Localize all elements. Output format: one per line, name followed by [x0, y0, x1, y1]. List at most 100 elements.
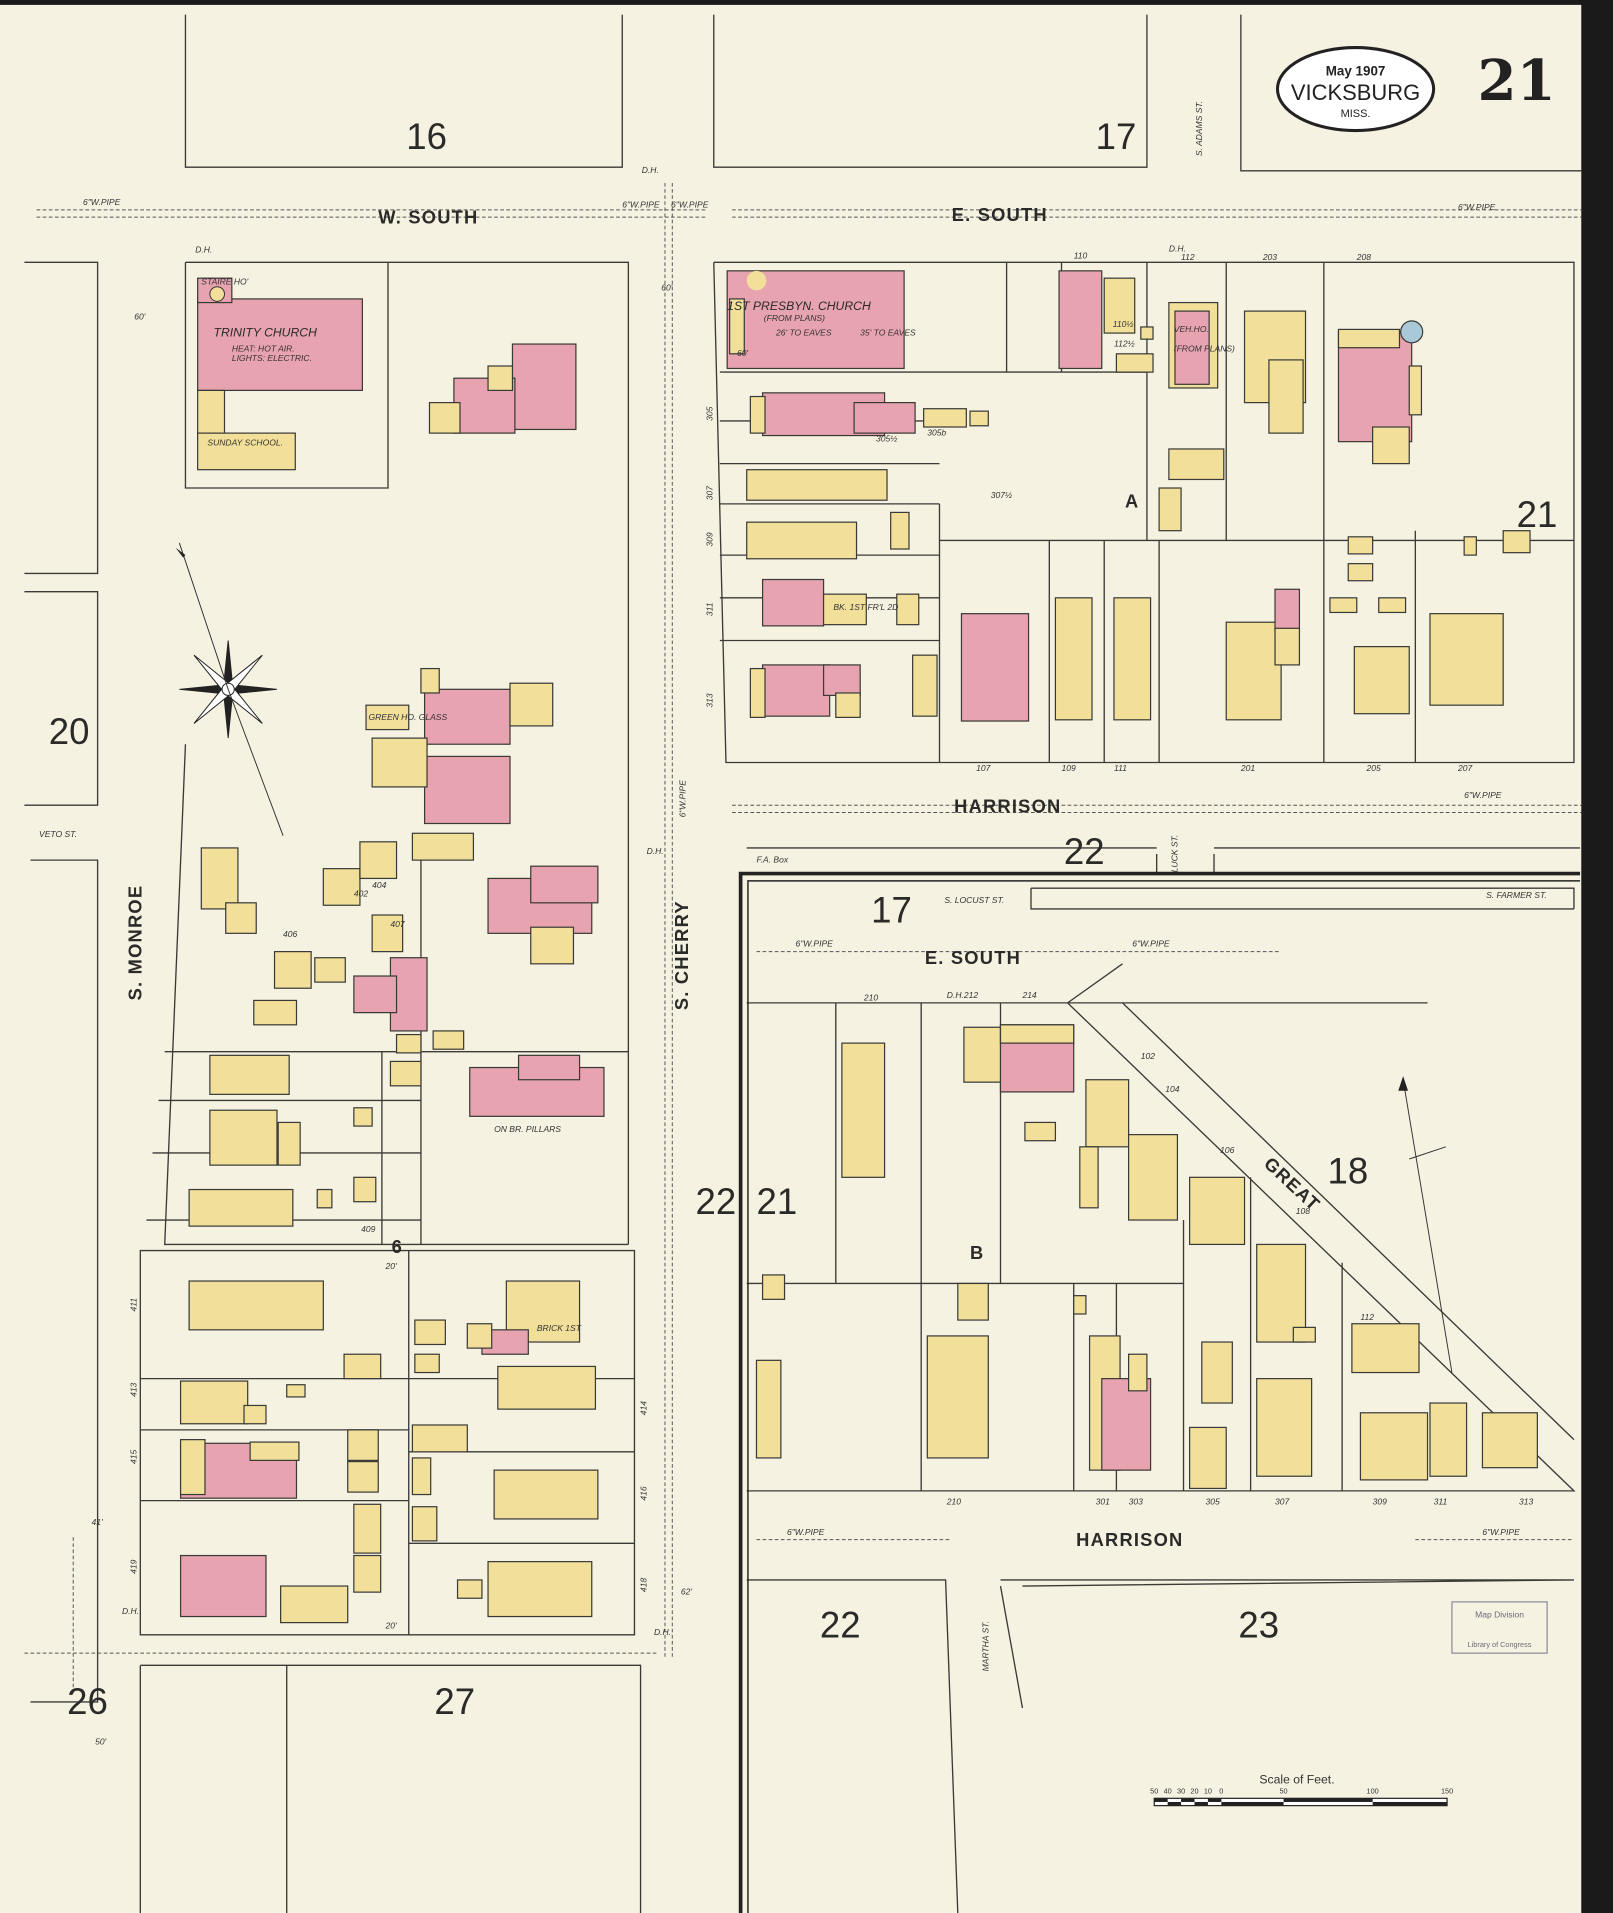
frame-building	[286, 1384, 306, 1398]
street-s-adams: S. ADAMS ST.	[1194, 101, 1204, 156]
dh-label: D.H.	[122, 1606, 139, 1616]
brick-building	[511, 343, 577, 431]
map-date: May 1907	[1326, 64, 1386, 79]
frame-building	[1256, 1378, 1313, 1477]
frame-building	[414, 1319, 446, 1346]
address-number: 203	[1262, 252, 1277, 262]
frame-building	[1359, 1412, 1429, 1481]
frame-building	[353, 1503, 382, 1554]
pipe-label: 6"W.PIPE	[622, 199, 660, 209]
frame-building	[1347, 563, 1374, 582]
frame-building	[277, 1121, 301, 1166]
water-pipes	[24, 183, 1582, 1696]
frame-building	[749, 395, 766, 434]
address-number: 307	[705, 486, 715, 500]
library-stamp: Map Division Library of Congress	[1451, 1601, 1548, 1654]
street-harrison-upper: HARRISON	[954, 796, 1061, 817]
address-number: 112	[1181, 252, 1195, 262]
frame-building	[420, 667, 440, 694]
frame-building	[1429, 1402, 1468, 1477]
frame-building	[280, 1585, 349, 1624]
address-number: 208	[1356, 252, 1371, 262]
scale-segment	[1167, 1801, 1182, 1806]
block-26: 26	[67, 1681, 108, 1722]
scale-tick-label: 30	[1177, 1786, 1185, 1795]
frame-building	[1329, 597, 1358, 614]
frame-building	[411, 1506, 438, 1542]
frame-building	[179, 1380, 249, 1425]
pipe-label: 6"W.PIPE	[1458, 202, 1496, 212]
frame-building	[923, 408, 967, 428]
presbyn-height: 60'	[737, 348, 748, 358]
street-s-farmer: S. FARMER ST.	[1486, 890, 1547, 900]
pipe-label: 6"W.PIPE	[83, 197, 121, 207]
brick-building	[179, 1554, 267, 1618]
scale-segment	[1372, 1801, 1448, 1806]
frame-building	[466, 1323, 493, 1349]
address-number: 112½	[1114, 338, 1135, 348]
street-w-south: W. SOUTH	[378, 206, 478, 227]
frame-building	[353, 1176, 377, 1203]
address-number: 402	[354, 889, 368, 899]
scale-tick-label: 10	[1204, 1786, 1212, 1795]
address-number: 205	[1366, 763, 1381, 773]
brick-building	[1174, 310, 1210, 385]
brick-building	[1337, 331, 1413, 443]
address-number: 307	[1275, 1496, 1289, 1506]
frame-building	[253, 999, 298, 1026]
brick-label: BRICK 1ST	[537, 1323, 582, 1333]
frame-building	[1378, 597, 1407, 614]
frame-building	[487, 365, 514, 392]
block-letter-a: A	[1125, 491, 1139, 512]
stamp-line-2: Library of Congress	[1468, 1640, 1532, 1649]
block-20: 20	[49, 711, 90, 752]
address-number: 111	[1114, 763, 1127, 773]
frame-building	[316, 1188, 333, 1209]
frame-building	[896, 593, 920, 626]
brick-building	[1101, 1378, 1152, 1471]
scale-segment	[1283, 1798, 1373, 1802]
frame-building	[746, 521, 858, 560]
frame-building	[999, 1024, 1075, 1044]
presbyn-eaves-2: 35' TO EAVES	[860, 328, 916, 338]
frame-building	[1103, 277, 1136, 334]
frame-building	[209, 1054, 290, 1095]
scale-tick-label: 50	[1150, 1786, 1158, 1795]
scale-tick-label: 40	[1164, 1786, 1172, 1795]
dh-label: D.H.	[654, 1627, 671, 1637]
title-cartouche: May 1907 VICKSBURG MISS.	[1275, 46, 1436, 133]
address-number: 214	[1021, 990, 1036, 1000]
frame-building	[957, 1282, 989, 1321]
brick-building	[761, 578, 825, 627]
address-number: 301	[1096, 1496, 1110, 1506]
frame-building	[1128, 1353, 1148, 1392]
brick-building	[761, 664, 831, 717]
frame-building	[1085, 1079, 1130, 1148]
street-harrison-lower: HARRISON	[1076, 1529, 1183, 1550]
address-number: 311	[1434, 1496, 1448, 1506]
street-s-locust: S. LOCUST ST.	[944, 895, 1004, 905]
address-number: 305b	[927, 428, 946, 438]
frame-building	[1351, 1323, 1420, 1374]
address-number: 307½	[991, 490, 1012, 500]
frame-building	[197, 389, 226, 440]
address-number: 106	[1220, 1145, 1234, 1155]
frame-building	[890, 511, 910, 550]
frame-building	[1189, 1176, 1246, 1246]
frame-building	[1225, 621, 1282, 721]
address-number: 207	[1457, 763, 1472, 773]
frame-building	[249, 1441, 300, 1461]
frame-building	[1128, 1134, 1179, 1221]
scale-segment	[1207, 1798, 1222, 1802]
frame-building	[411, 1424, 468, 1453]
brick-building	[197, 298, 363, 392]
pipe-label: 6"W.PIPE	[1482, 1527, 1520, 1537]
frame-building	[432, 1030, 465, 1050]
address-number: 210	[946, 1496, 961, 1506]
stair-tower	[209, 286, 225, 302]
street-e-south: E. SOUTH	[952, 204, 1048, 225]
frame-building	[353, 1554, 382, 1593]
block-21-right: 21	[1517, 494, 1558, 535]
frame-building	[314, 957, 346, 983]
